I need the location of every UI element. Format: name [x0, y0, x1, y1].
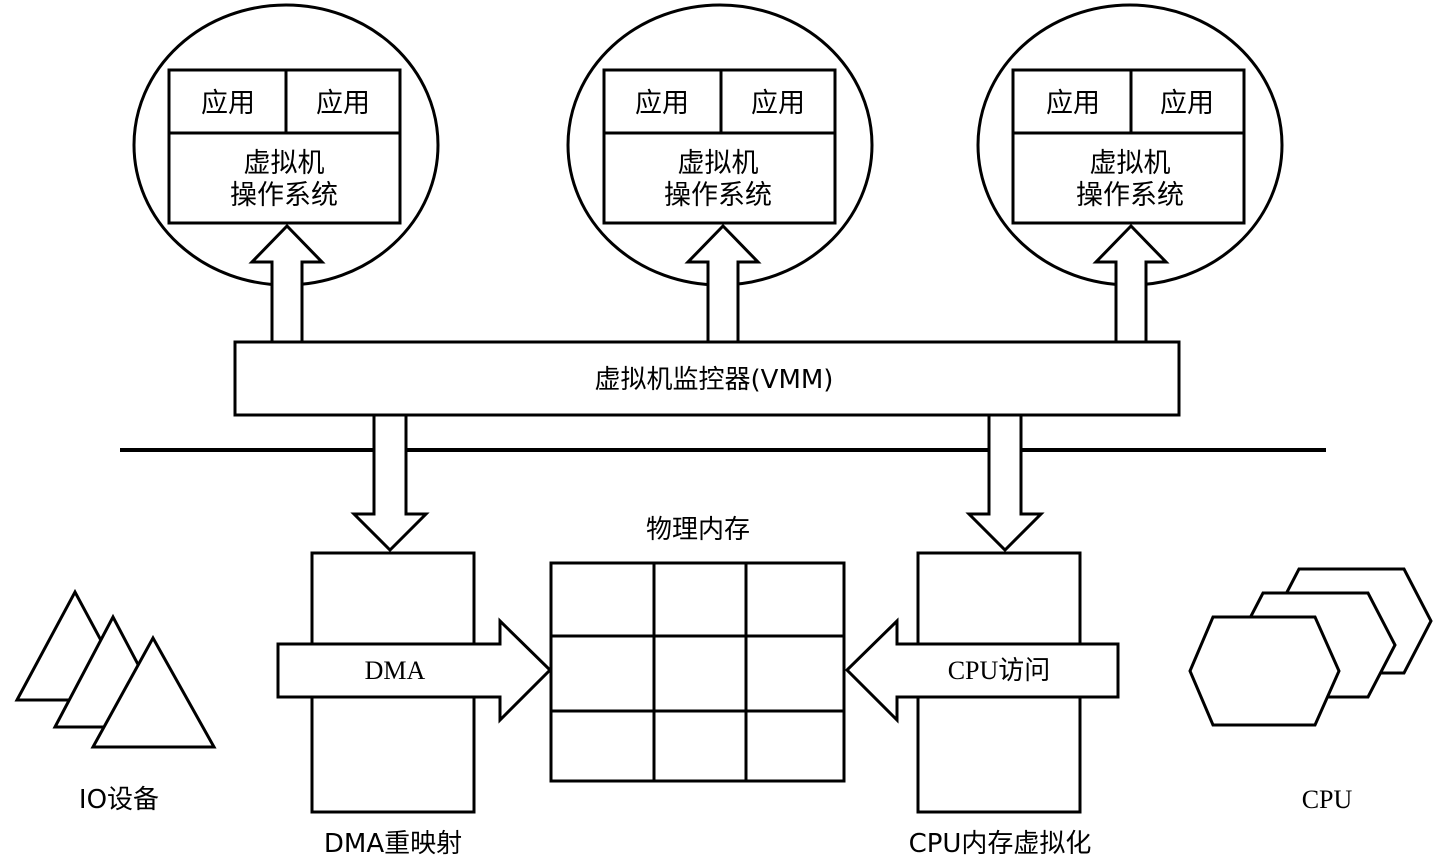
vm-3-frame — [1011, 68, 1246, 225]
vmm-label: 虚拟机监控器(VMM) — [595, 365, 834, 395]
vm-2-os-line-2: 操作系统 — [664, 180, 772, 211]
memory-title: 物理内存 — [646, 515, 750, 545]
vm-1-os-line-2: 操作系统 — [230, 180, 338, 211]
up-arrow-vm-2 — [684, 223, 762, 344]
vm-3-os-line-2: 操作系统 — [1076, 180, 1184, 211]
vm-1-app-1: 应用 — [201, 88, 255, 119]
vm-2: 应用 应用 虚拟机 操作系统 — [566, 3, 874, 287]
vm-2-os-line-1: 虚拟机 — [678, 148, 759, 179]
up-arrow-vm-1 — [248, 223, 326, 344]
cpu-hex-front — [1188, 615, 1341, 727]
cpu-access-label: CPU访问 — [948, 656, 1051, 685]
down-arrow-cpu-virt — [965, 413, 1045, 553]
dma-arrow-label: DMA — [365, 656, 426, 685]
vm-3-app-2: 应用 — [1160, 88, 1214, 119]
io-devices-icon — [14, 588, 217, 749]
dma-arrow — [276, 617, 553, 724]
vm-1-app-2: 应用 — [316, 88, 370, 119]
vm-1: 应用 应用 虚拟机 操作系统 — [132, 3, 440, 287]
vm-3-app-1: 应用 — [1046, 88, 1100, 119]
cpu-icon — [1188, 567, 1433, 727]
cpu-access-arrow — [844, 617, 1120, 724]
vm-2-app-1: 应用 — [635, 88, 689, 119]
io-devices-caption: IO设备 — [79, 785, 159, 815]
vm-1-os-line-1: 虚拟机 — [244, 148, 325, 179]
vm-3-os-line-1: 虚拟机 — [1090, 148, 1171, 179]
vmm-bar — [233, 340, 1181, 417]
up-arrow-vm-3 — [1092, 223, 1170, 344]
cpu-virt-caption: CPU内存虚拟化 — [909, 829, 1092, 859]
io-triangle-front — [90, 634, 217, 749]
cpu-caption: CPU — [1302, 785, 1353, 814]
vm-2-app-2: 应用 — [751, 88, 805, 119]
memory-grid — [549, 561, 846, 783]
down-arrow-dma — [350, 413, 430, 553]
dma-caption: DMA重映射 — [324, 829, 462, 859]
vm-3: 应用 应用 虚拟机 操作系统 — [976, 3, 1284, 287]
